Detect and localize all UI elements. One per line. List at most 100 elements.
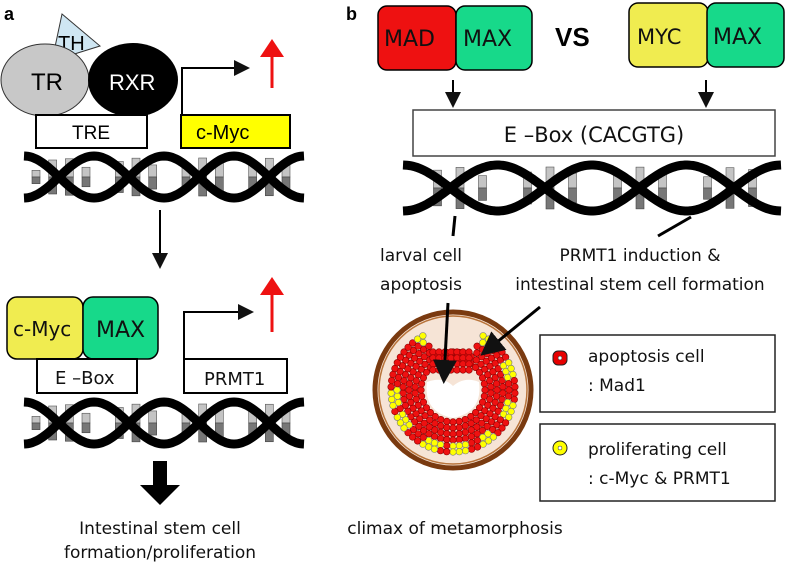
apoptosis-cell — [453, 348, 461, 356]
apoptosis-cell — [479, 398, 487, 406]
myc-max-complex: MYC MAX — [628, 2, 785, 68]
apoptosis-cell — [420, 345, 428, 354]
apoptosis-cell — [391, 407, 399, 416]
proliferating-cell — [449, 442, 457, 450]
proliferating-cell — [387, 389, 395, 397]
apoptosis-cell — [468, 445, 476, 453]
dna-strand — [23, 397, 305, 449]
outcome-arrow — [140, 461, 180, 505]
rxr-label: RXR — [109, 70, 155, 95]
apoptosis-cell — [461, 434, 470, 443]
panel-a-label: a — [4, 4, 15, 24]
max-label-b-left: MAX — [463, 27, 512, 52]
proliferating-cell — [509, 370, 517, 379]
apoptosis-cell — [477, 412, 485, 420]
apoptosis-cell — [461, 422, 469, 430]
apoptosis-cell — [429, 366, 437, 374]
proliferating-cell — [509, 401, 517, 410]
proliferating-cell — [455, 448, 463, 456]
base-pair — [81, 166, 91, 188]
apoptosis-cell — [461, 416, 469, 424]
apoptosis-cell — [447, 354, 455, 362]
apoptosis-cell — [435, 366, 443, 374]
proliferating-cell — [484, 437, 493, 445]
apoptosis-cell — [455, 436, 463, 444]
legend-proliferating-cell: proliferating cell : c-Myc & PRMT1 — [539, 423, 776, 502]
apoptosis-cell — [404, 365, 412, 373]
apoptosis-cell — [467, 439, 476, 447]
prmt1-line2: intestinal stem cell formation — [515, 275, 764, 295]
proliferating-cell — [455, 442, 463, 450]
legend-apoptosis-line1: apoptosis cell — [588, 347, 705, 367]
cmyc-protein-label: c-Myc — [13, 317, 71, 341]
apoptosis-cell — [449, 430, 457, 438]
apoptosis-cell — [459, 366, 467, 374]
apoptosis-cell — [436, 447, 445, 455]
apoptosis-cell — [447, 348, 455, 356]
apoptosis-cell — [419, 374, 428, 382]
base-pair — [568, 172, 577, 204]
apoptosis-cell — [455, 417, 463, 426]
apoptosis-cell — [489, 426, 497, 434]
outcome-line2: formation/proliferation — [64, 543, 256, 563]
apoptosis-cell — [443, 436, 451, 444]
panel-b-label: b — [346, 4, 357, 24]
ebox-box-a — [36, 358, 138, 394]
tre-box — [35, 114, 148, 149]
cmyc-max-complex: c-Myc MAX — [6, 296, 159, 360]
apoptosis-cell — [420, 426, 428, 435]
tre-label: TRE — [72, 123, 110, 144]
proliferating-cell — [393, 386, 401, 394]
apoptosis-cell — [389, 370, 397, 379]
apoptosis-cell — [481, 386, 489, 394]
pointer-stem-cell-region — [480, 305, 541, 356]
apoptosis-cell — [388, 377, 396, 385]
apoptosis-cell — [449, 436, 457, 444]
apoptosis-cell — [472, 409, 480, 417]
proliferating-cell — [507, 364, 515, 373]
apoptosis-cell — [455, 430, 463, 438]
apoptosis-cell — [400, 348, 408, 356]
tr-receptor: TR — [0, 43, 90, 117]
legend-proliferating-line2: : c-Myc & PRMT1 — [588, 469, 731, 489]
apoptosis-cell — [467, 432, 476, 441]
apoptosis-cell — [493, 421, 501, 429]
pointer-prmt1 — [657, 215, 692, 238]
apoptosis-cell — [410, 418, 419, 426]
apoptosis-cell — [435, 360, 443, 368]
apoptosis-cell — [443, 448, 451, 456]
tr-label: TR — [31, 69, 63, 96]
proliferating-cell — [479, 440, 487, 448]
proliferating-cell — [389, 401, 397, 410]
apoptosis-cell — [465, 348, 473, 356]
apoptosis-cell — [409, 346, 418, 355]
dna-helix — [23, 397, 305, 449]
mad-label: MAD — [384, 27, 435, 52]
apoptosis-cell — [393, 359, 401, 367]
proliferating-cell — [419, 440, 427, 448]
proliferating-cell — [388, 395, 396, 404]
apoptosis-cell — [511, 389, 519, 397]
apoptosis-cell — [405, 386, 413, 394]
apoptosis-cell — [416, 357, 424, 365]
apoptosis-cell — [447, 366, 455, 374]
mad-max-complex: MAD MAX — [377, 5, 533, 71]
apoptosis-cell — [435, 354, 443, 362]
dna-strand — [23, 151, 305, 203]
apoptosis-cell — [465, 354, 473, 362]
apoptosis-cell — [420, 353, 428, 361]
apoptosis-cell — [449, 418, 457, 426]
apoptosis-cell — [387, 383, 395, 391]
max-label-b-right: MAX — [713, 25, 762, 50]
apoptosis-cell — [487, 418, 496, 426]
proliferating-cell — [484, 430, 492, 438]
apoptosis-cell — [461, 428, 470, 436]
pointer-larval — [451, 215, 457, 237]
apoptosis-cell — [405, 351, 413, 359]
apoptosis-cell — [478, 426, 487, 435]
dna-strand — [23, 397, 305, 449]
apoptosis-cell — [396, 353, 405, 361]
apoptosis-cell — [443, 430, 451, 438]
proliferating-cell — [414, 335, 422, 343]
apoptosis-cell — [415, 422, 423, 431]
